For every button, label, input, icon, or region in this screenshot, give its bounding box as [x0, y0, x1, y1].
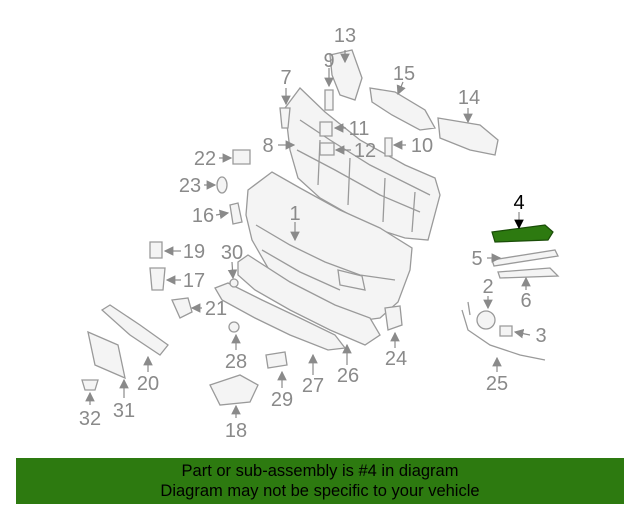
callout-19: 19 [183, 241, 205, 263]
part-3-screw [499, 325, 513, 337]
callout-21: 21 [205, 298, 227, 320]
part-7-bolt [279, 107, 291, 129]
callout-14: 14 [458, 87, 480, 109]
part-17-sensor [149, 267, 166, 291]
part-12-clip [319, 142, 335, 156]
callout-22: 22 [194, 148, 216, 170]
part-9-stud [324, 89, 334, 111]
callout-23: 23 [179, 175, 201, 197]
callout-labels: 13 15 14 7 9 8 11 12 10 22 23 16 1 19 17… [79, 25, 547, 442]
part-5-strip [491, 249, 559, 267]
callout-13: 13 [334, 25, 356, 47]
part-30-clip [229, 278, 239, 288]
callout-29: 29 [271, 389, 293, 411]
leader-lines [85, 50, 531, 418]
part-23-grommet [216, 176, 228, 194]
part-13-bracket [329, 49, 363, 101]
part-24-cover [384, 305, 403, 331]
callout-3: 3 [535, 325, 546, 347]
callout-24: 24 [385, 348, 407, 370]
callout-20: 20 [137, 373, 159, 395]
callout-17: 17 [183, 270, 205, 292]
callout-18: 18 [225, 420, 247, 442]
callout-30: 30 [221, 242, 243, 264]
part-20-molding [100, 304, 169, 356]
callout-9: 9 [323, 50, 334, 72]
callout-8: 8 [262, 135, 273, 157]
callout-31: 31 [113, 400, 135, 422]
part-16-clip [229, 202, 243, 225]
banner-line-2: Diagram may not be specific to your vehi… [160, 482, 480, 500]
part-11-nut [319, 121, 333, 137]
part-29-clip [265, 351, 288, 369]
callout-10: 10 [411, 135, 433, 157]
callout-32: 32 [79, 408, 101, 430]
callout-15: 15 [393, 63, 415, 85]
callout-16: 16 [192, 205, 214, 227]
part-18-fog-bezel [209, 374, 259, 406]
callout-26: 26 [337, 365, 359, 387]
part-21-bracket [171, 297, 193, 319]
callout-6: 6 [520, 290, 531, 312]
callout-28: 28 [225, 351, 247, 373]
part-6-strip [497, 267, 560, 279]
callout-11: 11 [349, 118, 370, 140]
callout-7: 7 [280, 67, 291, 89]
callout-12: 12 [354, 140, 376, 162]
callout-4: 4 [513, 192, 524, 214]
banner-line-1: Part or sub-assembly is #4 in diagram [181, 462, 459, 480]
part-2-fog-lamp [476, 310, 496, 330]
part-10-bolt [384, 137, 393, 157]
callout-25: 25 [486, 373, 508, 395]
part-14-bracket [437, 117, 499, 156]
callout-1: 1 [289, 203, 300, 225]
part-19-sensor [149, 241, 163, 259]
callout-5: 5 [471, 248, 482, 270]
part-25-harness [461, 301, 546, 361]
callout-27: 27 [302, 375, 324, 397]
part-22-sensor [232, 149, 251, 165]
part-26-lower-valance [237, 254, 381, 346]
part-4-retainer-highlighted [491, 224, 554, 243]
part-32-screw [81, 379, 99, 391]
info-banner: Part or sub-assembly is #4 in diagram Di… [16, 458, 624, 504]
parts-diagram: 13 15 14 7 9 8 11 12 10 22 23 16 1 19 17… [79, 25, 560, 442]
part-28-clip [228, 321, 240, 333]
part-15-absorber [369, 87, 437, 131]
callout-2: 2 [482, 276, 493, 298]
part-31-plate-bracket [87, 330, 126, 380]
